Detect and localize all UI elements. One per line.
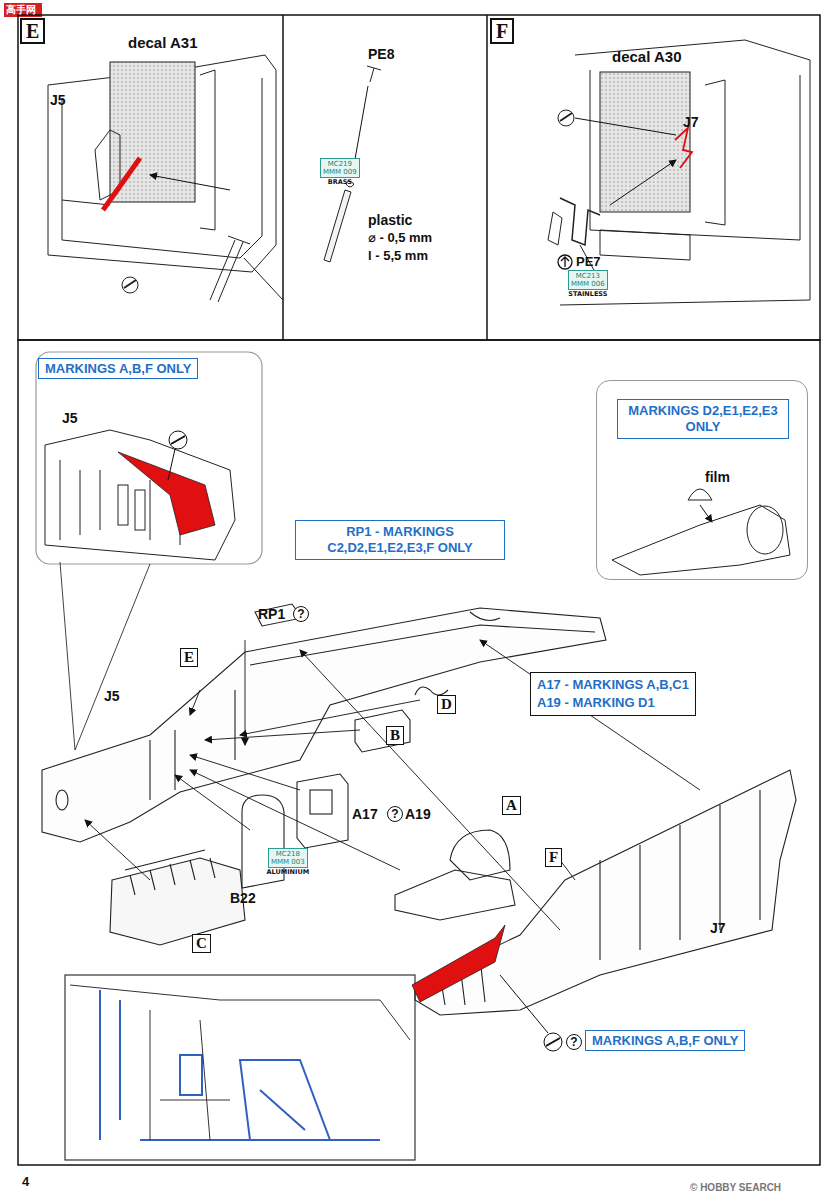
decal-label: decal A30 bbox=[612, 48, 682, 65]
paint-name: ALUMINIUM bbox=[267, 868, 310, 876]
step-letter: E bbox=[26, 20, 39, 42]
callout-letter: F bbox=[549, 849, 558, 866]
part-label: A17 bbox=[352, 806, 378, 822]
markings-note: RP1 - MARKINGS C2,D2,E1,E2,E3,F ONLY bbox=[295, 520, 505, 560]
part-label: PE8 bbox=[368, 46, 394, 62]
callout-letter: D bbox=[441, 696, 452, 713]
part-label: RP1 bbox=[258, 606, 285, 622]
paint-code: MC213 bbox=[571, 272, 605, 280]
subassembly-callout: A bbox=[502, 796, 521, 815]
part-label: J7 bbox=[683, 114, 699, 130]
callout-letter: E bbox=[184, 649, 194, 666]
paint-code-chip: MC219MMM 009BRASS bbox=[320, 158, 360, 178]
material-note: plastic bbox=[368, 212, 412, 228]
callout-letter: A bbox=[506, 797, 517, 814]
callout-letter: C bbox=[196, 935, 207, 952]
page-number: 4 bbox=[22, 1174, 29, 1189]
option-mark: ? bbox=[566, 1034, 582, 1050]
markings-text: MARKINGS A,B,F ONLY bbox=[45, 361, 191, 376]
paint-name: BRASS bbox=[328, 178, 352, 186]
step-letter-box: E bbox=[20, 18, 45, 44]
watermark: © HOBBY SEARCH bbox=[690, 1182, 781, 1193]
watermark: 高手网 bbox=[6, 3, 36, 17]
markings-note: MARKINGS A,B,F ONLY bbox=[38, 358, 198, 379]
part-label: film bbox=[705, 469, 730, 485]
markings-note: MARKINGS A,B,F ONLY bbox=[585, 1030, 745, 1051]
dimension: l - 5,5 mm bbox=[368, 248, 428, 263]
step-letter-box: F bbox=[490, 18, 514, 44]
part-label: B22 bbox=[230, 890, 256, 906]
part-label: J5 bbox=[104, 688, 120, 704]
paint-code-chip: MC213MMM 006STAINLESS bbox=[568, 270, 608, 290]
part-label: J7 bbox=[710, 920, 726, 936]
paint-code: MC218 bbox=[271, 850, 305, 858]
decal-label: decal A31 bbox=[128, 34, 198, 51]
subassembly-callout: C bbox=[192, 934, 211, 953]
markings-text: A17 - MARKINGS A,B,C1 bbox=[537, 676, 689, 694]
paint-code: MMM 003 bbox=[271, 858, 305, 866]
dimension: ⌀ - 0,5 mm bbox=[368, 230, 432, 245]
step-letter: F bbox=[496, 20, 508, 42]
markings-text: A19 - MARKING D1 bbox=[537, 694, 689, 712]
paint-name: STAINLESS bbox=[568, 290, 607, 298]
paint-code: MMM 006 bbox=[571, 280, 605, 288]
paint-code: MC219 bbox=[323, 160, 357, 168]
part-label: J5 bbox=[50, 92, 66, 108]
option-note: A17 - MARKINGS A,B,C1A19 - MARKING D1 bbox=[530, 672, 696, 716]
option-mark: ? bbox=[387, 806, 403, 822]
option-inset: MARKINGS D2,E1,E2,E3 ONLY film bbox=[596, 380, 808, 580]
paint-code-chip: MC218MMM 003ALUMINIUM bbox=[268, 848, 308, 868]
subassembly-callout: D bbox=[437, 695, 456, 714]
markings-text: RP1 - MARKINGS C2,D2,E1,E2,E3,F ONLY bbox=[302, 524, 498, 556]
markings-text: MARKINGS A,B,F ONLY bbox=[592, 1033, 738, 1048]
part-label: PE7 bbox=[576, 254, 601, 269]
option-mark: ? bbox=[293, 606, 309, 622]
markings-text: MARKINGS D2,E1,E2,E3 ONLY bbox=[617, 399, 789, 439]
part-label: A19 bbox=[405, 806, 431, 822]
part-label: J5 bbox=[62, 410, 78, 426]
callout-letter: B bbox=[390, 727, 400, 744]
subassembly-callout: E bbox=[180, 648, 198, 667]
subassembly-callout: F bbox=[545, 848, 562, 867]
subassembly-callout: B bbox=[386, 726, 404, 745]
paint-code: MMM 009 bbox=[323, 168, 357, 176]
